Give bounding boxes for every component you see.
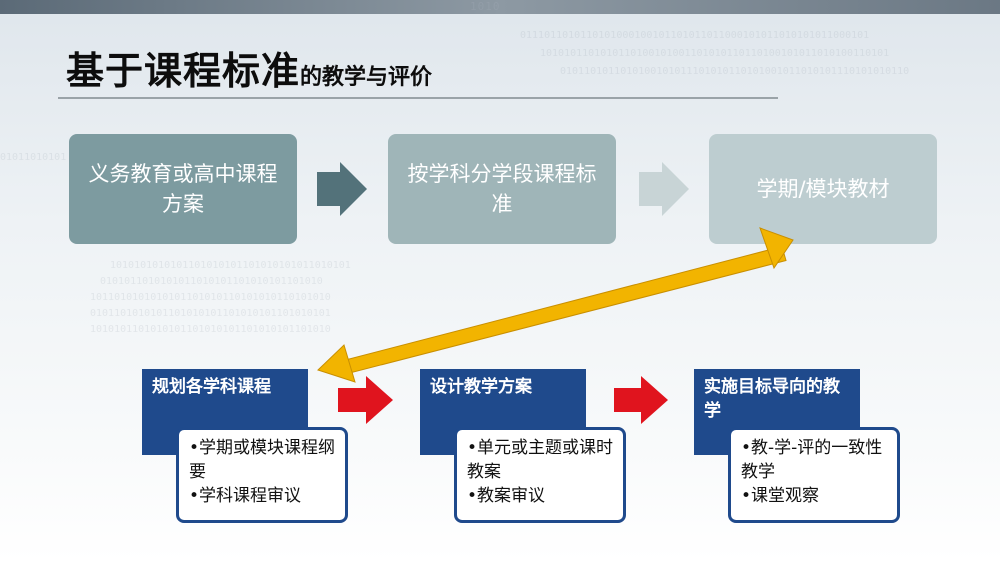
top-box-curriculum-plan: 义务教育或高中课程方案 bbox=[69, 134, 297, 244]
svg-text:101010110101011010010100110101: 1010101101010110100101001101010110110100… bbox=[540, 48, 889, 59]
bottom-card-design-lessons: 设计教学方案 •单元或主题或课时教案 •教案审议 bbox=[420, 369, 626, 529]
top-box-subject-standards: 按学科分学段课程标准 bbox=[388, 134, 616, 244]
page-title: 基于课程标准的教学与评价 bbox=[66, 40, 432, 95]
bullet-item: •学科课程审议 bbox=[189, 486, 302, 506]
svg-text:010101101010101101010110101010: 0101011010101011010101101010101101010 bbox=[100, 276, 323, 287]
card-body: •学期或模块课程纲要 •学科课程审议 bbox=[176, 427, 348, 523]
binary-decor-text: 1010 bbox=[470, 0, 501, 13]
bullet-item: •单元或主题或课时教案 bbox=[467, 438, 614, 482]
svg-text:101101010101010110101011010101: 1011010101010101101010110101010110101010 bbox=[90, 292, 331, 303]
svg-text:101010110101010110101010110101: 1010101101010101101010101101010101101010 bbox=[90, 324, 331, 335]
title-sub: 的教学与评价 bbox=[300, 65, 433, 90]
bullet-item: •课堂观察 bbox=[741, 486, 820, 506]
card-body: •教-学-评的一致性教学 •课堂观察 bbox=[728, 427, 900, 523]
svg-text:010110101010110101010110101010: 0101101010101101010101101010101101010101 bbox=[90, 308, 331, 319]
bottom-card-goal-teaching: 实施目标导向的教学 •教-学-评的一致性教学 •课堂观察 bbox=[694, 369, 900, 529]
svg-text:011101101011010100010010110101: 0111011010110101000100101101011011000101… bbox=[520, 30, 869, 41]
bullet-item: •学期或模块课程纲要 bbox=[189, 438, 336, 482]
top-box-label: 按学科分学段课程标准 bbox=[407, 162, 597, 216]
title-divider bbox=[58, 97, 778, 99]
svg-text:01011010101: 01011010101 bbox=[0, 152, 66, 163]
card-body: •单元或主题或课时教案 •教案审议 bbox=[454, 427, 626, 523]
top-box-label: 义务教育或高中课程方案 bbox=[88, 162, 278, 216]
bullet-item: •教-学-评的一致性教学 bbox=[741, 438, 883, 482]
svg-text:101010101010110101010110101010: 1010101010101101010101101010101011010101 bbox=[110, 260, 351, 271]
title-main: 基于课程标准 bbox=[66, 49, 301, 93]
svg-text:010110101101010010101110101011: 0101101011010100101011101010110101001011… bbox=[560, 66, 909, 77]
top-decor-bar bbox=[0, 0, 1000, 14]
top-box-label: 学期/模块教材 bbox=[756, 177, 890, 201]
bullet-item: •教案审议 bbox=[467, 486, 546, 506]
bottom-card-plan-courses: 规划各学科课程 •学期或模块课程纲要 •学科课程审议 bbox=[142, 369, 348, 529]
top-box-textbooks: 学期/模块教材 bbox=[709, 134, 937, 244]
